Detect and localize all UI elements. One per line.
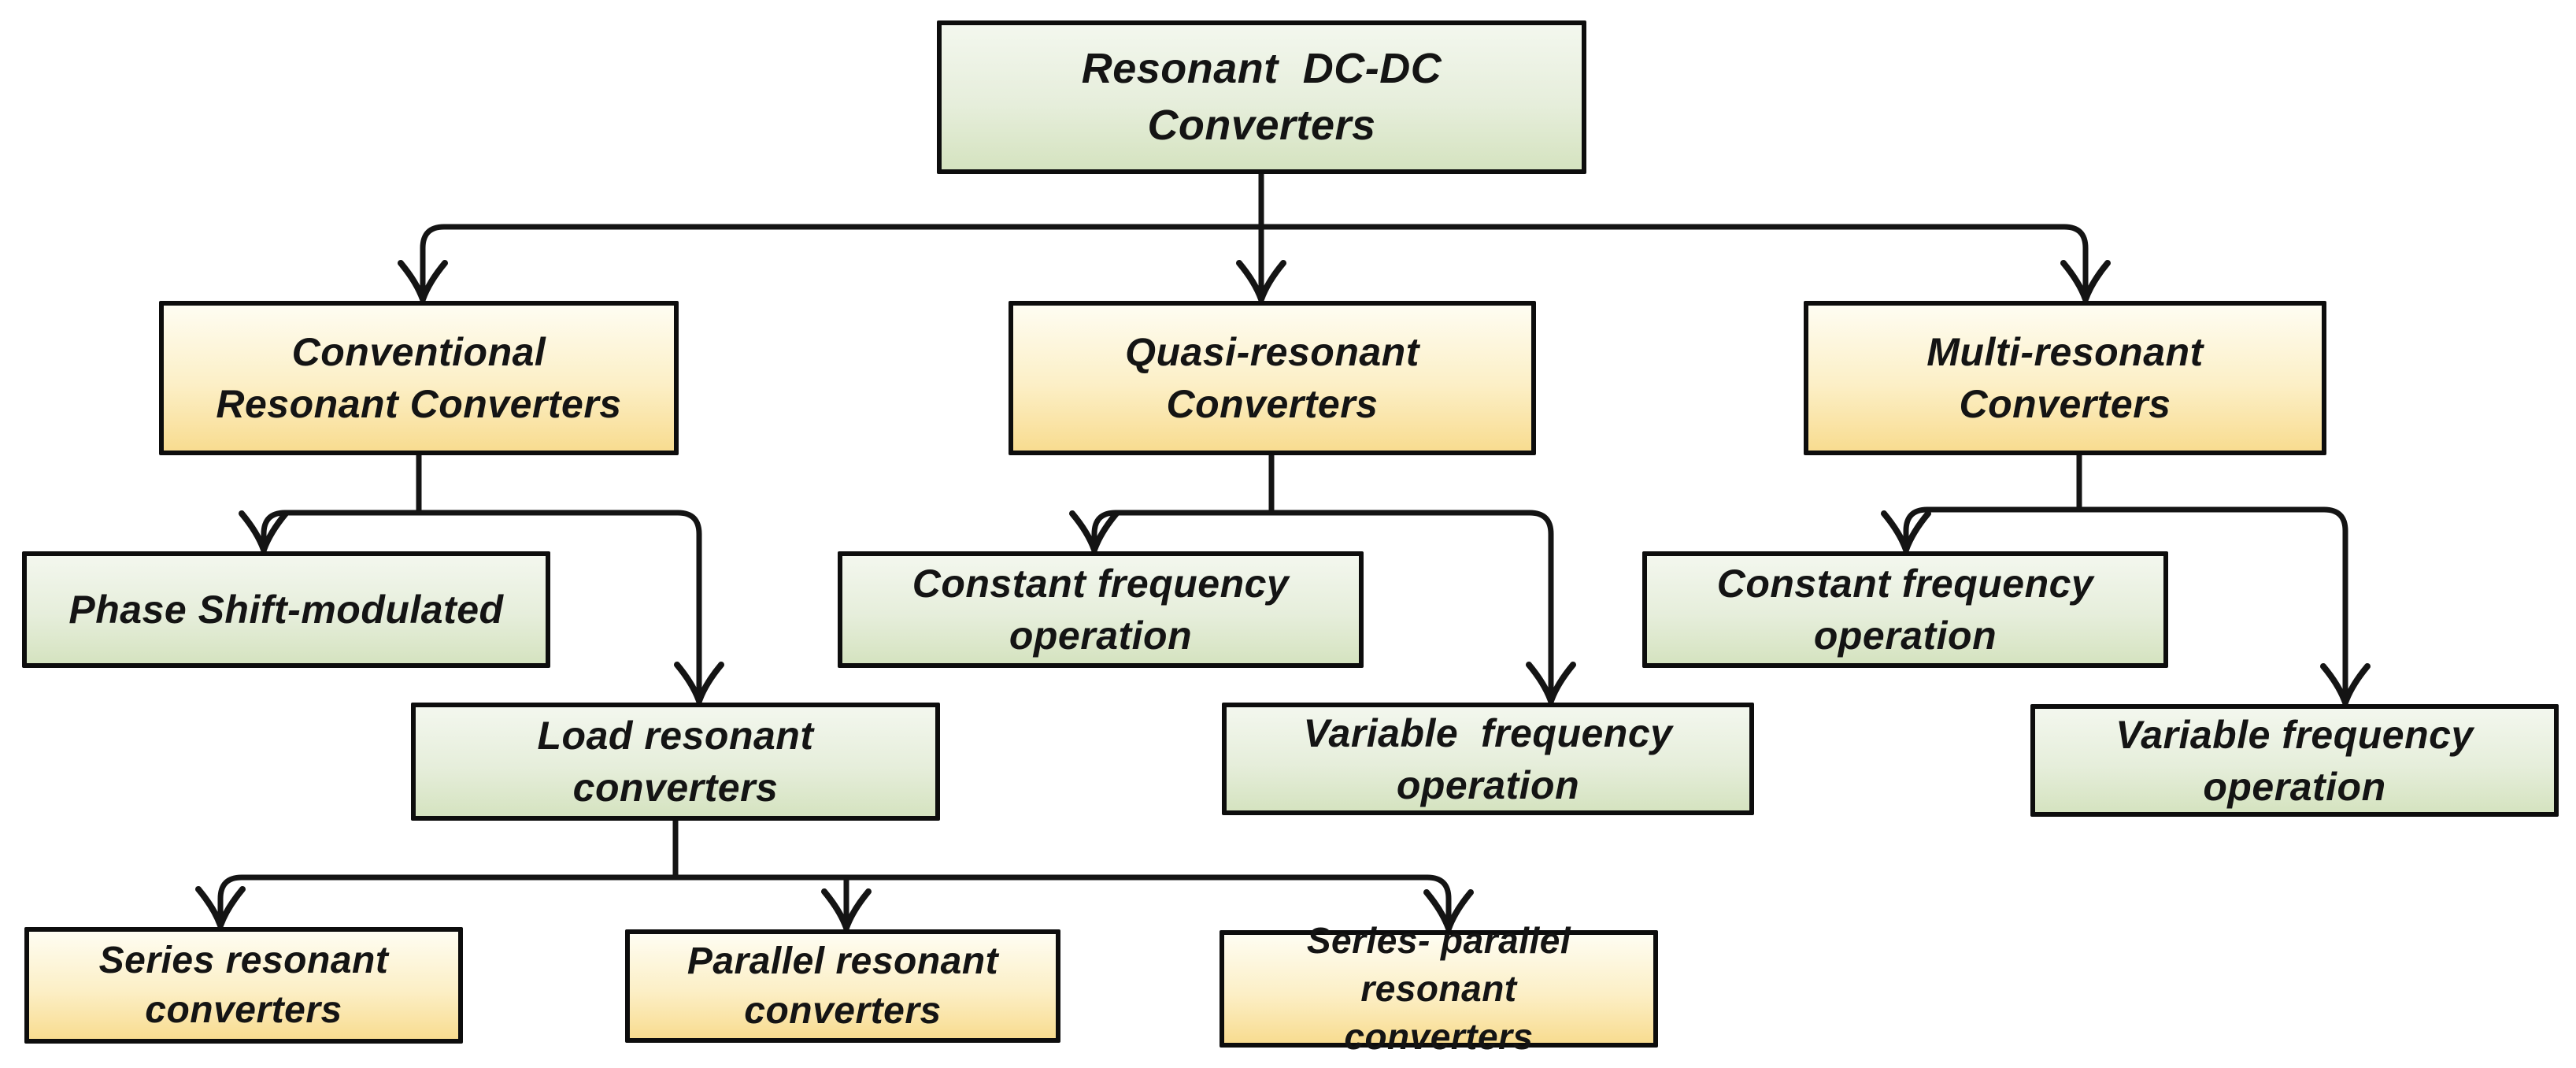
node-label-multi-resonant: Multi-resonant Converters [1926, 330, 2204, 426]
node-phase-shift-modulated: Phase Shift-modulated [22, 551, 550, 668]
node-resonant-dc-dc: Resonant DC-DC Converters [937, 20, 1586, 174]
node-constant-freq-quasi: Constant frequency operation [838, 551, 1364, 668]
node-quasi-resonant: Quasi-resonant Converters [1009, 301, 1536, 455]
connector-load-resonant-arrowhead-icon [821, 888, 872, 937]
node-load-resonant: Load resonant converters [411, 703, 940, 821]
connector-resonant-dc-dc-arrowhead-icon [398, 260, 448, 309]
node-label-series-resonant: Series resonant converters [98, 939, 389, 1031]
connector-quasi-resonant-arrowhead-icon [1069, 510, 1120, 559]
node-variable-freq-multi: Variable frequency operation [2030, 704, 2559, 817]
connector-multi-resonant-bar [1903, 506, 2348, 703]
connector-load-resonant-arrowhead-icon [195, 886, 246, 935]
node-label-load-resonant: Load resonant converters [537, 714, 814, 810]
node-conventional: Conventional Resonant Converters [159, 301, 679, 455]
node-label-constant-freq-quasi: Constant frequency operation [912, 562, 1290, 658]
connector-multi-resonant-arrowhead-icon [1881, 510, 1931, 559]
node-label-variable-freq-quasi: Variable frequency operation [1303, 710, 1673, 807]
connector-load-resonant-arrowhead-icon [1423, 889, 1474, 938]
node-label-quasi-resonant: Quasi-resonant Converters [1125, 330, 1419, 426]
connector-conventional-bar [261, 510, 702, 701]
node-multi-resonant: Multi-resonant Converters [1804, 301, 2326, 455]
connector-resonant-dc-dc-arrowhead-icon [1236, 260, 1286, 309]
node-parallel-resonant: Parallel resonant converters [625, 929, 1060, 1043]
node-series-resonant: Series resonant converters [24, 927, 463, 1044]
connector-conventional-arrowhead-icon [239, 510, 289, 559]
connector-load-resonant-bar [217, 874, 1452, 929]
connector-quasi-resonant-arrowhead-icon [1526, 662, 1576, 710]
connector-conventional-arrowhead-icon [674, 662, 724, 710]
node-label-conventional: Conventional Resonant Converters [216, 330, 622, 426]
node-label-constant-freq-multi: Constant frequency operation [1716, 562, 2094, 658]
node-label-series-parallel: Series- parallel resonant converters [1306, 920, 1571, 1057]
node-series-parallel: Series- parallel resonant converters [1220, 920, 1658, 1057]
node-label-phase-shift-modulated: Phase Shift-modulated [68, 588, 504, 632]
node-constant-freq-multi: Constant frequency operation [1642, 551, 2168, 668]
node-label-resonant-dc-dc: Resonant DC-DC Converters [1081, 45, 1442, 149]
connector-multi-resonant-arrowhead-icon [2320, 663, 2371, 712]
connector-quasi-resonant-bar [1091, 510, 1554, 701]
connector-resonant-dc-dc-arrowhead-icon [2060, 260, 2111, 309]
node-variable-freq-quasi: Variable frequency operation [1222, 703, 1754, 815]
connector-resonant-dc-dc-bar [420, 224, 2089, 299]
node-label-parallel-resonant: Parallel resonant converters [687, 940, 999, 1032]
node-label-variable-freq-multi: Variable frequency operation [2115, 712, 2474, 809]
